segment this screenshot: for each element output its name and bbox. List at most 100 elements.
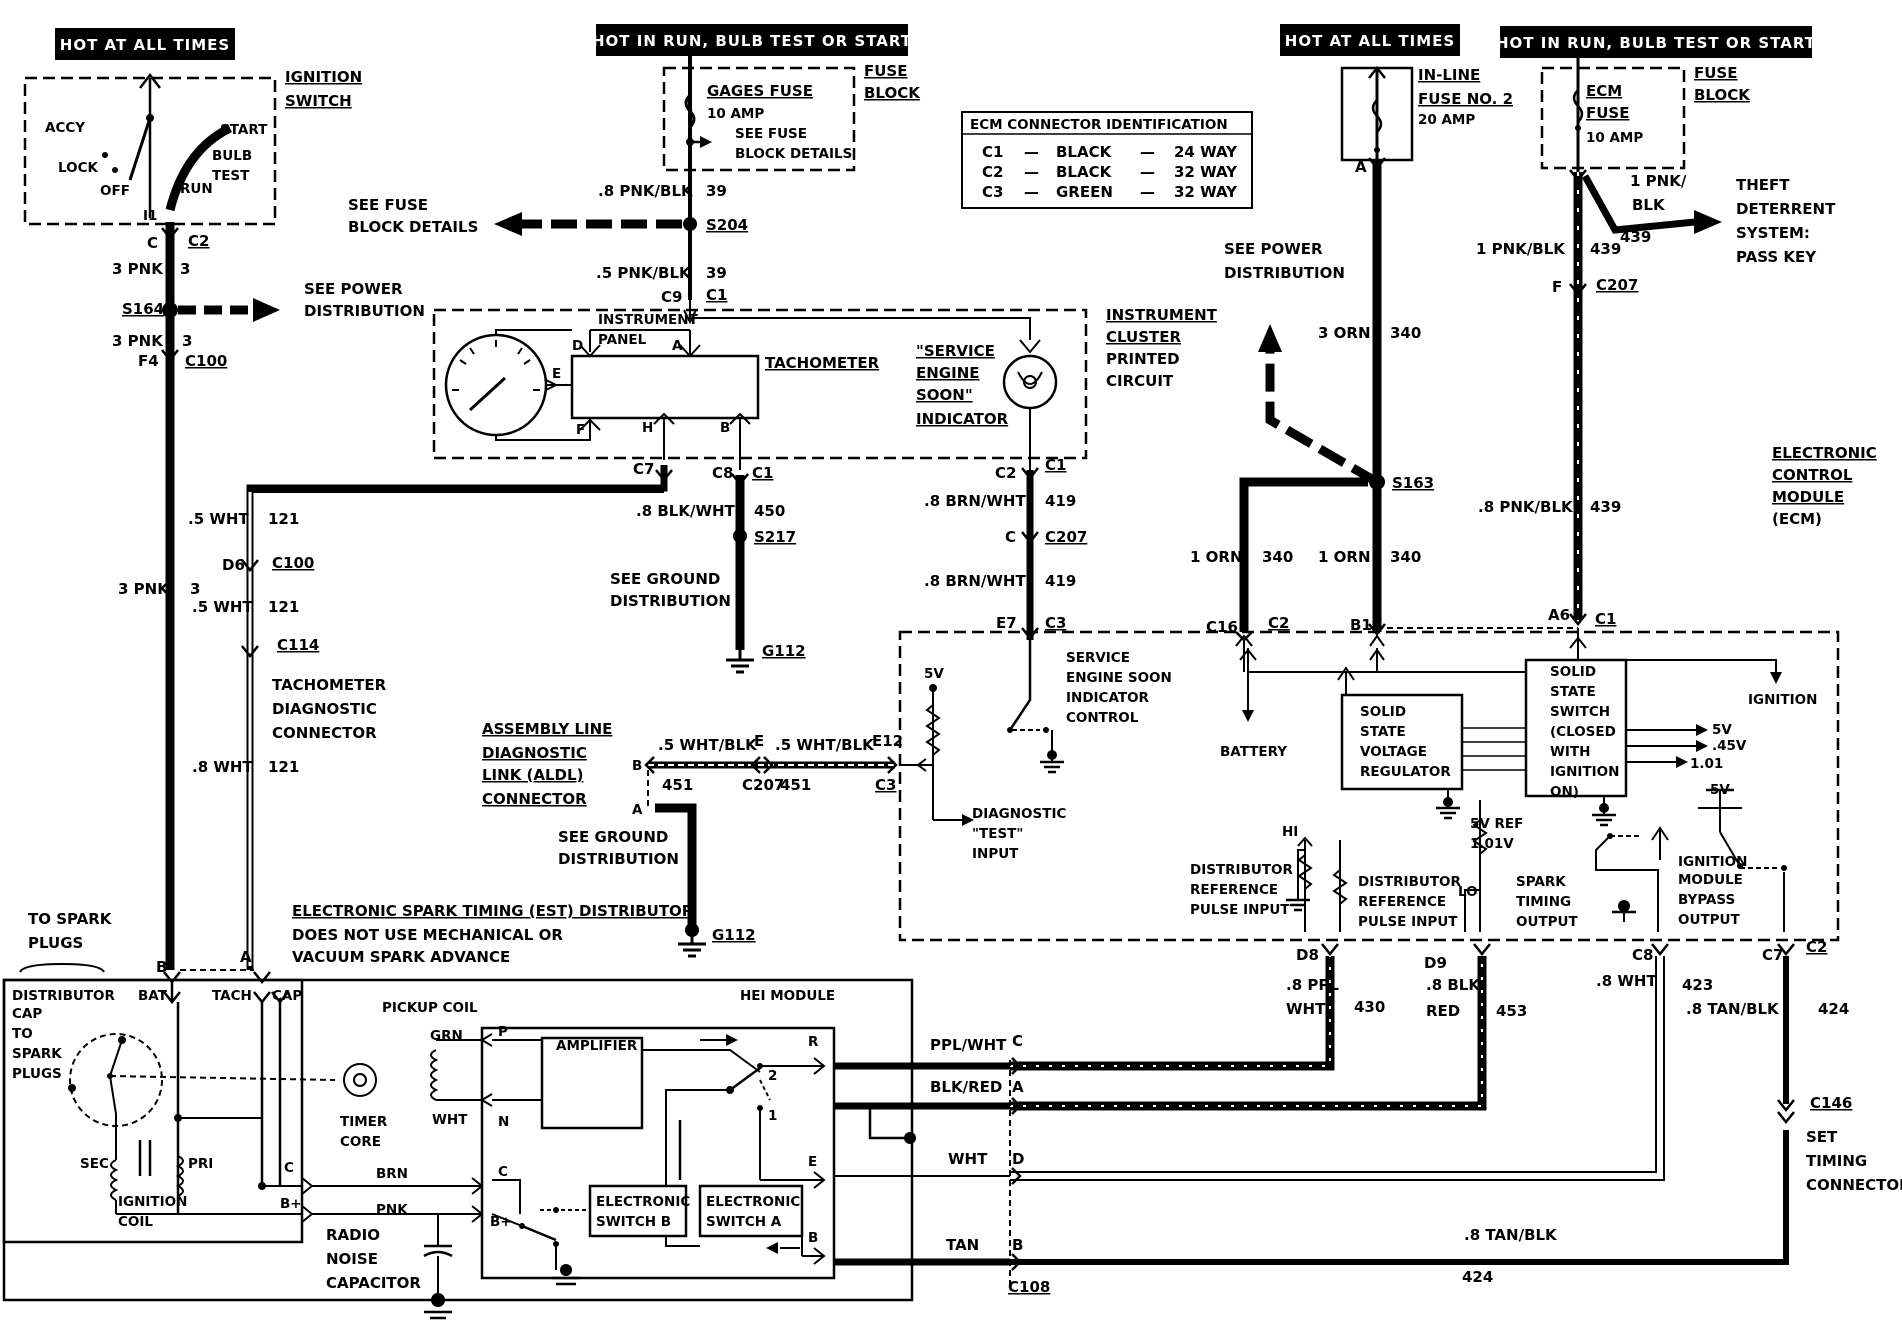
dist-ref-b-2: REFERENCE (1358, 894, 1446, 910)
ground-g112-aldl-label: G112 (712, 926, 756, 944)
pin-e-aldl: E (754, 732, 764, 750)
svg-text:—: — (1024, 163, 1039, 181)
svg-text:I1: I1 (143, 208, 157, 224)
ecm-hi: HI (1282, 824, 1298, 840)
aldl-label-4: CONNECTOR (482, 790, 587, 808)
dist-ref-1: DISTRIBUTOR (1190, 862, 1294, 878)
set-timing-2: TIMING (1806, 1152, 1867, 1170)
fuse-block-right-2: BLOCK (1694, 86, 1751, 104)
header-hot-run-left: HOT IN RUN, BULB TEST OR START (592, 24, 911, 56)
inline-fuse-2: FUSE NO. 2 (1418, 90, 1513, 108)
pin-b: B (720, 420, 730, 436)
tachometer-label: TACHOMETER (765, 354, 880, 372)
pin-f: F (576, 422, 585, 438)
grn-label: GRN (430, 1028, 463, 1044)
tach-label: TACH (212, 988, 252, 1004)
to-spark-plugs-1: TO SPARK (28, 910, 113, 928)
spark-timing-1: SPARK (1516, 874, 1566, 890)
ecm-title-3: MODULE (1772, 488, 1844, 506)
regulator-1: SOLID (1360, 704, 1406, 720)
bypass-5v: 5V (1710, 782, 1730, 798)
cluster-label-3: PRINTED (1106, 350, 1180, 368)
circuit-number: 3 (182, 332, 192, 350)
instrument-panel-2: PANEL (598, 332, 647, 348)
circuit-number: 419 (1045, 492, 1076, 510)
out-5v: 5V (1712, 722, 1732, 738)
ses-indicator-4: INDICATOR (916, 410, 1009, 428)
ecm-fuse-1: ECM (1586, 82, 1622, 100)
diag-test-3: INPUT (972, 846, 1019, 862)
svg-text:BLACK: BLACK (1056, 163, 1113, 181)
radio-noise-1: RADIO (326, 1226, 380, 1244)
ground-g112-aldl (655, 803, 706, 958)
splice-s164: S164 (122, 300, 164, 318)
bypass-2: MODULE (1678, 872, 1743, 888)
conn-f: F (1552, 278, 1562, 296)
circuit-number: 419 (1045, 572, 1076, 590)
pin-p: P (498, 1024, 508, 1040)
aldl-label-1: ASSEMBLY LINE (482, 720, 612, 738)
ignition-switch: ACCY LOCK OFF RUN START BULB TEST I1 (23, 72, 277, 226)
wire-label: 3 PNK (118, 580, 170, 598)
gages-see-fuse: SEE FUSE (735, 126, 807, 142)
wire-3-pnk-left (161, 222, 280, 970)
to-spark-plugs-2: PLUGS (28, 934, 83, 952)
diag-test-2: "TEST" (972, 826, 1023, 842)
ses-indicator-1: "SERVICE (916, 342, 995, 360)
svg-text:HOT IN RUN, BULB TEST OR START: HOT IN RUN, BULB TEST OR START (1496, 34, 1816, 52)
tan-blk-label: .8 TAN/BLK (1464, 1226, 1558, 1244)
set-timing-1: SET (1806, 1128, 1838, 1146)
svg-text:START: START (220, 122, 268, 138)
bypass-3: BYPASS (1678, 892, 1735, 908)
d8-wire-1: .8 PPL (1286, 976, 1339, 994)
ss-switch-5: WITH (1550, 744, 1590, 760)
tach-diag-2: DIAGNOSTIC (272, 700, 377, 718)
wire-label: .5 PNK/BLK (596, 264, 692, 282)
wire-label: .5 WHT/BLK (658, 736, 758, 754)
ecm-fuse-amp: 10 AMP (1586, 130, 1643, 146)
circuit-number: 424 (1462, 1268, 1493, 1286)
dist-ref-b-1: DISTRIBUTOR (1358, 874, 1462, 890)
set-timing-3: CONNECTOR (1806, 1176, 1902, 1194)
inline-fuse-1: IN-LINE (1418, 66, 1480, 84)
ecm-lo: LO (1458, 884, 1478, 900)
wire-label: .5 WHT (192, 598, 253, 616)
conn-c108: C108 (1008, 1278, 1050, 1296)
ref-5v: 5V REF (1470, 816, 1523, 832)
c7-wire: .8 TAN/BLK (1686, 1000, 1780, 1018)
ign-coil-2: COIL (118, 1214, 153, 1230)
circuit-number: 451 (662, 776, 693, 794)
pin-a: A (672, 338, 683, 354)
ses-indicator-3: SOON" (916, 386, 973, 404)
dist-cap-2: CAP (12, 1006, 42, 1022)
svg-text:BULB: BULB (212, 148, 252, 164)
header-hot-left: HOT AT ALL TIMES (55, 28, 235, 60)
pin-b-hei: B (808, 1230, 818, 1246)
ecm-fuse-2: FUSE (1586, 104, 1629, 122)
svg-text:—: — (1024, 183, 1039, 201)
pin-a-inline: A (1355, 158, 1367, 176)
conn-c8-ecm: C8 (1632, 946, 1653, 964)
cluster-label-2: CLUSTER (1106, 328, 1181, 346)
svg-text:—: — (1140, 163, 1155, 181)
ss-switch-1: SOLID (1550, 664, 1596, 680)
ses-control-1: SERVICE (1066, 650, 1130, 666)
pnk-label: PNK (376, 1202, 408, 1218)
pin-r: R (808, 1034, 819, 1050)
harness-wires (834, 627, 1795, 1290)
ref-101v: 1.01V (1470, 836, 1514, 852)
header-hot-mid: HOT AT ALL TIMES (1280, 24, 1460, 56)
conn-a6: A6 (1548, 606, 1570, 624)
ss-switch-6: IGNITION (1550, 764, 1619, 780)
timer-core-2: CORE (340, 1134, 381, 1150)
hei-module (491, 1034, 826, 1286)
ecm-fuse-block (1540, 58, 1722, 640)
pin-b-aldl: B (632, 758, 642, 774)
blk-red-label: BLK/RED (930, 1078, 1002, 1096)
conn-c7-ecm: C7 (1762, 946, 1783, 964)
pin-a-harness: A (1012, 1078, 1024, 1096)
aldl-label-2: DIAGNOSTIC (482, 744, 587, 762)
theft-1: THEFT (1736, 176, 1790, 194)
see-ground-aldl-2: DISTRIBUTION (558, 850, 679, 868)
conn-c1-tach: C1 (752, 464, 773, 482)
